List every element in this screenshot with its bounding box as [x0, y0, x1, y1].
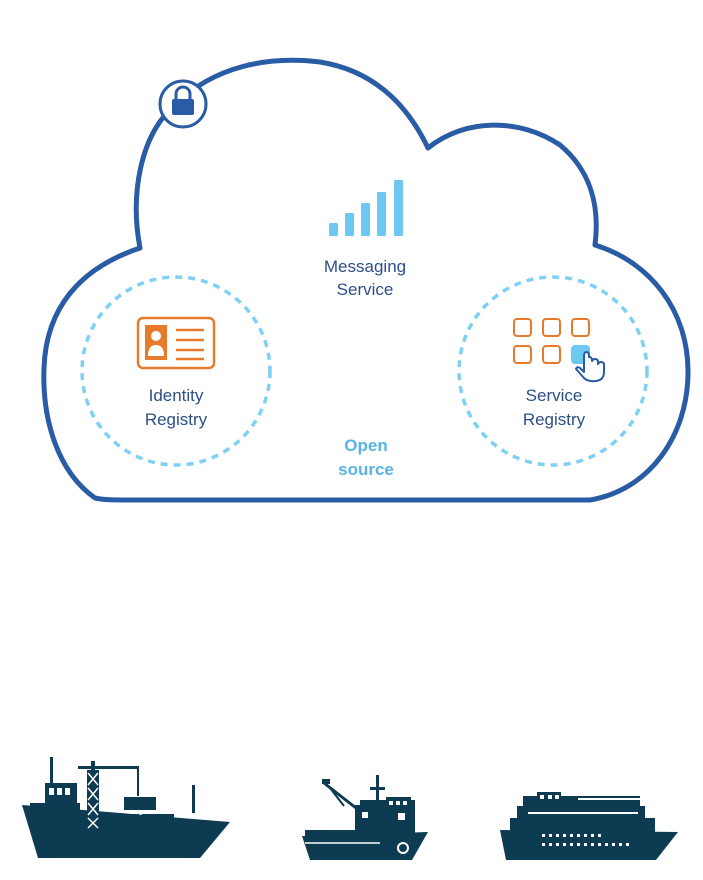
service-label-line1: Service — [526, 386, 583, 405]
lock-badge — [158, 79, 208, 129]
signal-bars-icon — [329, 180, 403, 236]
lock-icon — [172, 85, 194, 115]
container-ship-icon — [22, 757, 230, 858]
cruise-ship-icon — [500, 792, 678, 860]
messaging-label-line2: Service — [337, 280, 394, 299]
work-boat-icon — [302, 775, 428, 860]
ships-row — [22, 757, 678, 860]
service-registry: Service Registry — [457, 275, 649, 467]
messaging-label-line1: Messaging — [324, 257, 406, 276]
identity-label-line2: Registry — [145, 410, 208, 429]
identity-ring — [80, 275, 272, 467]
service-label-line2: Registry — [523, 410, 586, 429]
id-card-icon — [136, 316, 216, 370]
open-source-label-line2: source — [338, 460, 394, 479]
identity-registry: Identity Registry — [80, 275, 272, 467]
service-ring — [457, 275, 649, 467]
identity-label-line1: Identity — [149, 386, 204, 405]
open-source-label-line1: Open — [344, 436, 387, 455]
hand-pointer-icon — [575, 351, 605, 383]
cloud-outline — [41, 57, 691, 503]
cloud — [41, 57, 691, 503]
